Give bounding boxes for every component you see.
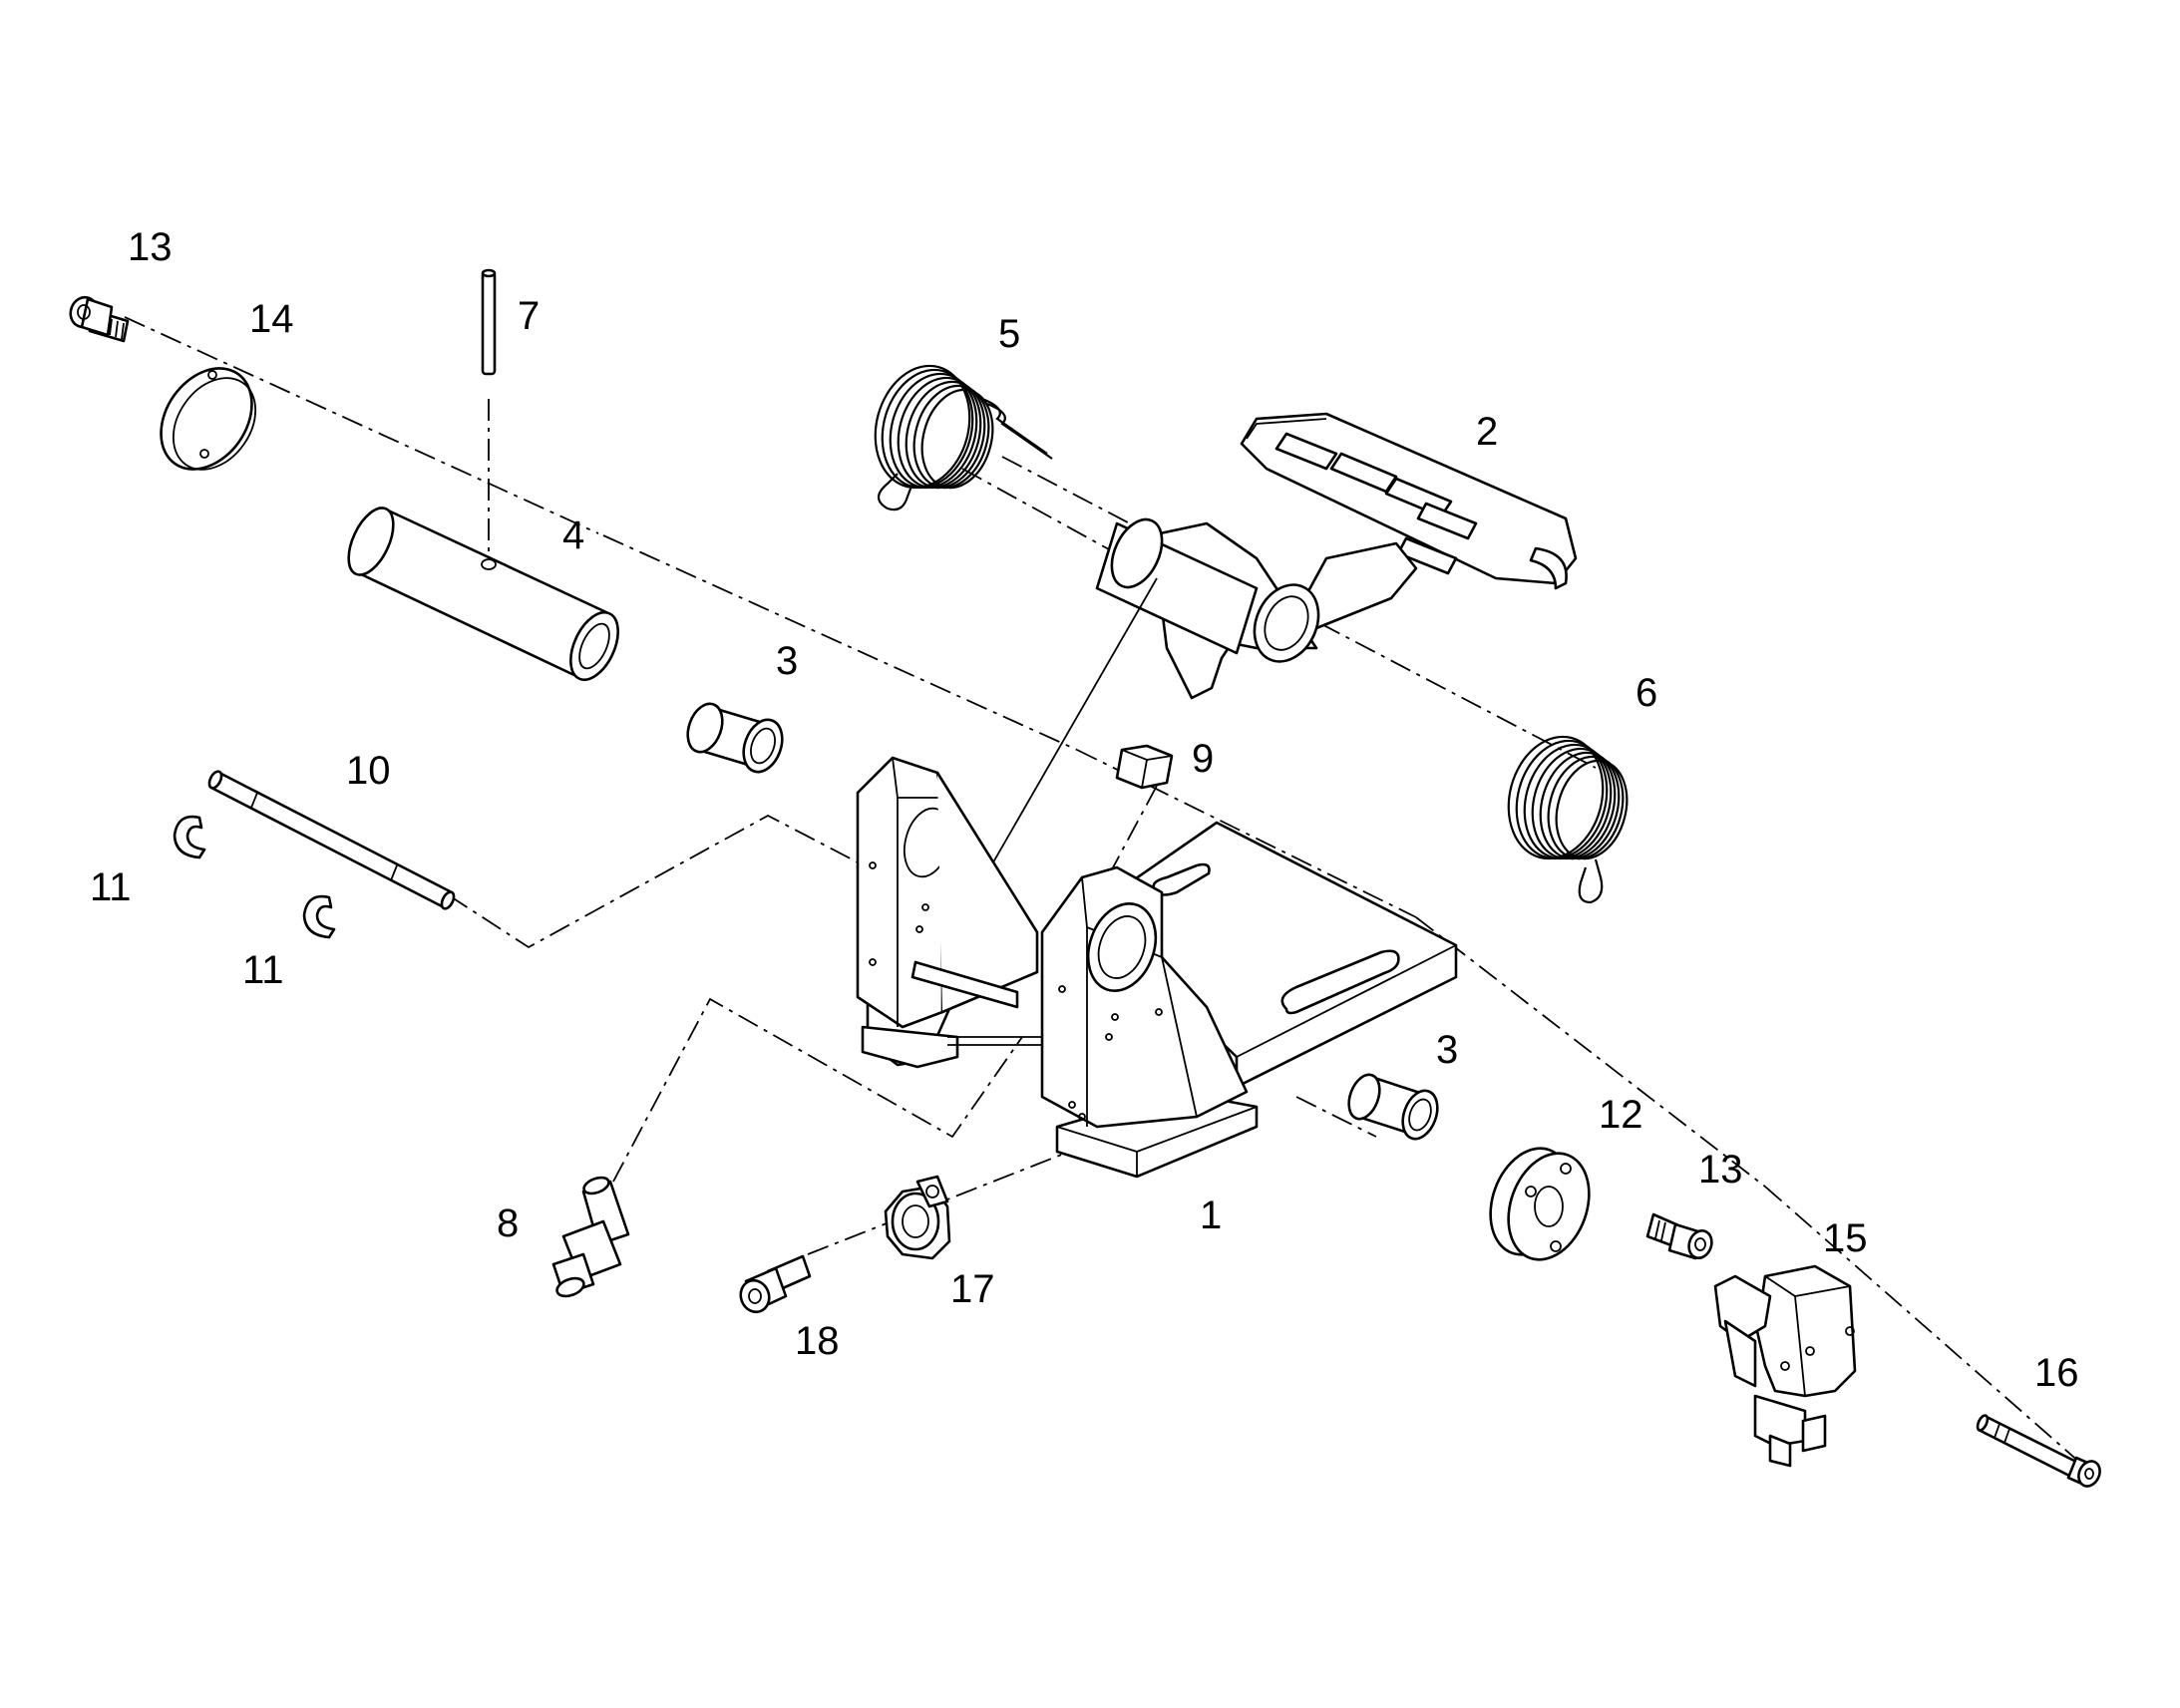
part-8-standoff — [551, 1176, 630, 1298]
callout-labels: 1 2 3 3 4 5 6 7 8 9 10 11 11 12 13 13 14… — [90, 225, 2079, 1395]
callout-18: 18 — [795, 1319, 840, 1363]
callout-4: 4 — [562, 513, 584, 557]
callout-11-right: 11 — [242, 948, 284, 992]
callout-8: 8 — [497, 1201, 519, 1245]
part-9-small-block — [1115, 744, 1174, 790]
part-11-e-clip-left — [173, 815, 206, 859]
part-3-bushing-upper — [686, 702, 784, 774]
callout-11-left: 11 — [90, 865, 132, 909]
part-13-cap-screw-lower — [1645, 1212, 1713, 1260]
callout-15: 15 — [1823, 1216, 1868, 1260]
callout-2: 2 — [1476, 410, 1498, 454]
part-1-base-frame — [856, 756, 1458, 1179]
callout-7: 7 — [518, 294, 540, 338]
part-15-switch — [1713, 1264, 1857, 1468]
callout-1: 1 — [1200, 1194, 1222, 1237]
callout-3-lower: 3 — [1436, 1028, 1458, 1072]
part-12-flange-disc — [1489, 1147, 1591, 1261]
part-17-cable-clip — [884, 1175, 951, 1260]
part-4-shaft-tube — [347, 507, 619, 682]
callout-5: 5 — [998, 312, 1020, 356]
part-14-cover-disc — [160, 367, 257, 471]
part-11-e-clip-right — [302, 894, 336, 939]
callout-17: 17 — [950, 1267, 995, 1311]
part-5-torsion-spring — [874, 364, 1053, 512]
callout-14: 14 — [249, 297, 294, 341]
part-7-pin — [481, 268, 497, 376]
callout-13-upper: 13 — [128, 225, 173, 269]
callout-16: 16 — [2034, 1351, 2079, 1395]
part-16-long-screw — [1976, 1414, 2101, 1488]
part-3-bushing-lower — [1347, 1073, 1439, 1141]
callout-10: 10 — [346, 749, 391, 793]
part-10-rod — [207, 770, 456, 910]
callout-12: 12 — [1599, 1093, 1643, 1137]
callout-9: 9 — [1192, 737, 1214, 781]
callout-3-upper: 3 — [776, 639, 798, 683]
callout-6: 6 — [1635, 671, 1657, 715]
part-2-pedal-lever — [966, 412, 1578, 908]
callout-13-lower: 13 — [1698, 1148, 1743, 1192]
part-13-cap-screw-upper — [69, 295, 130, 343]
part-6-torsion-spring — [1507, 735, 1629, 904]
part-18-cap-screw — [739, 1254, 812, 1314]
